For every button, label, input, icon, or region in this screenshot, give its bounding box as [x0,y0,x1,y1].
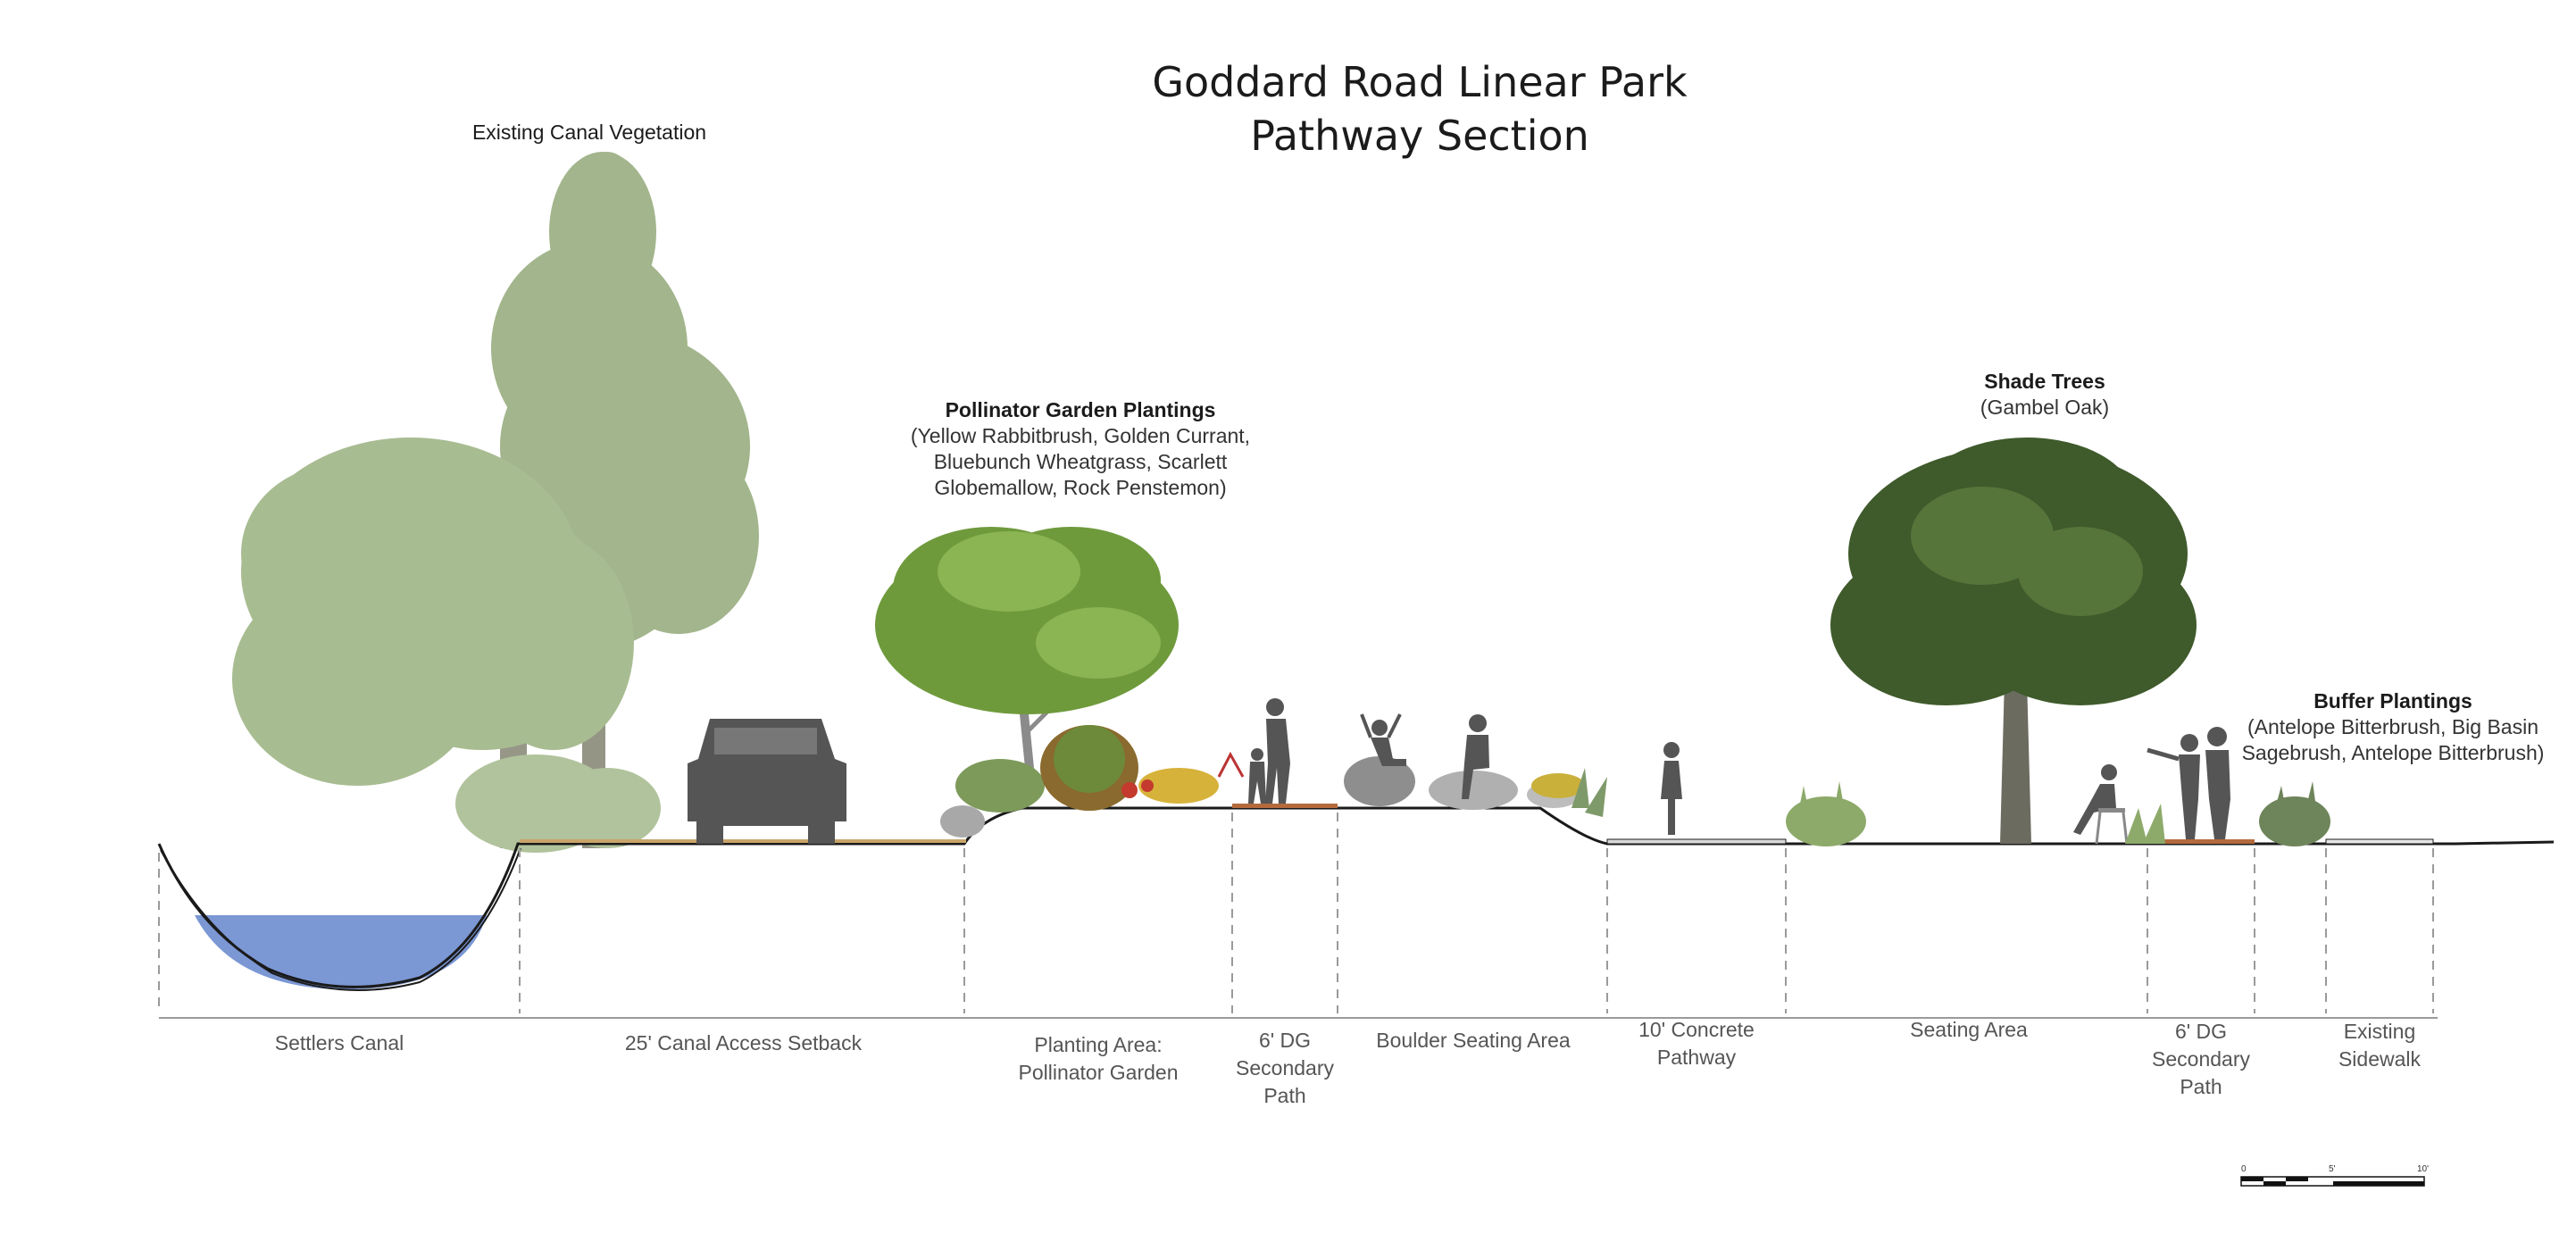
shade-tree [1830,438,2197,844]
zone-sidewalk-line-1: Existing [2343,1020,2416,1043]
buffer-shrub [2259,781,2330,846]
buffer-heading: Buffer Plantings [2313,689,2472,713]
zone-concrete-pathway-line-2: Pathway [1656,1046,1737,1069]
dg-path-1-surface [1232,804,1338,808]
truck-silhouette [688,719,846,844]
page-title: Goddard Road Linear Park Pathway Section [1063,55,1777,163]
zone-dg-path-1: 6' DG Secondary Path [1232,1027,1338,1110]
grass-clump-2 [2125,804,2165,844]
concrete-path-surface [1606,838,1787,845]
zone-dg-path-2-line-1: 6' DG [2174,1020,2228,1043]
title-line-2: Pathway Section [1250,112,1589,160]
canal-bank-line [160,847,521,991]
pollinator-species-2: Bluebunch Wheatgrass, Scarlett [933,450,1228,473]
people-on-boulders [1360,713,1489,799]
buffer-annotation: Buffer Plantings (Antelope Bitterbrush, … [2214,688,2572,766]
pollinator-annotation: Pollinator Garden Plantings (Yellow Rabb… [857,396,1304,501]
zone-planting-area: Planting Area: Pollinator Garden [973,1031,1223,1087]
zone-settlers-canal: Settlers Canal [274,1031,404,1054]
title-line-1: Goddard Road Linear Park [1152,58,1688,106]
zone-dg-path-2-line-3: Path [2180,1075,2222,1098]
dg-path-2-surface [2147,839,2255,844]
pollinator-species-1: (Yellow Rabbitbrush, Golden Currant, [910,424,1251,447]
willow-canopy [232,438,634,786]
scale-label-0: 0 [2241,1164,2247,1174]
scale-label-5: 5' [2329,1164,2336,1174]
zone-dividers [158,813,2434,1013]
shade-trees-heading: Shade Trees [1984,370,2105,393]
canal-water [195,915,487,990]
zone-sidewalk-line-2: Sidewalk [2338,1047,2422,1071]
zone-dg-path-1-line-2: Secondary [1236,1056,1334,1079]
buffer-species-2: Sagebrush, Antelope Bitterbrush) [2241,741,2545,764]
shade-trees-annotation: Shade Trees (Gambel Oak) [1866,368,2223,421]
zone-dg-path-1-line-1: 6' DG [1258,1029,1312,1052]
zone-dg-path-1-line-3: Path [1263,1084,1306,1107]
scale-bar: 0 5' 10' [2240,1164,2429,1187]
zone-dg-path-2: 6' DG Secondary Path [2147,1018,2255,1101]
zone-sidewalk: Existing Sidewalk [2322,1018,2438,1073]
zone-planting-area-line-2: Pollinator Garden [1018,1061,1179,1084]
canal-vegetation-label: Existing Canal Vegetation [471,121,707,144]
people-group-1 [1248,698,1290,804]
pollinator-heading: Pollinator Garden Plantings [945,398,1216,421]
shade-trees-species: (Gambel Oak) [1980,396,2110,419]
slope-grass [1571,768,1607,817]
pollinator-shrubs [940,725,1245,838]
pollinator-species-3: Globemallow, Rock Penstemon) [934,476,1227,499]
seated-person [2073,764,2129,845]
grass-clump-1 [1786,781,1866,846]
pollinator-tree [875,527,1179,786]
scale-label-10: 10' [2417,1164,2429,1174]
canal-vegetation [232,152,759,853]
sidewalk-surface [2325,838,2434,845]
buffer-species-1: (Antelope Bitterbrush, Big Basin [2247,715,2538,738]
zone-seating-area: Seating Area [1910,1018,2028,1041]
zone-dg-path-2-line-2: Secondary [2152,1047,2250,1071]
zone-canal-access: 25' Canal Access Setback [624,1031,863,1054]
zone-concrete-pathway: 10' Concrete Pathway [1607,1016,1786,1071]
cyclist [1661,742,1682,835]
canal-shrub [455,754,661,853]
access-surface [520,839,966,843]
people-group-2 [2147,727,2230,839]
zone-concrete-pathway-line-1: 10' Concrete [1638,1018,1755,1041]
zone-boulder-seating: Boulder Seating Area [1376,1029,1571,1052]
boulders [1344,756,1585,810]
zone-planting-area-line-1: Planting Area: [1034,1033,1163,1056]
